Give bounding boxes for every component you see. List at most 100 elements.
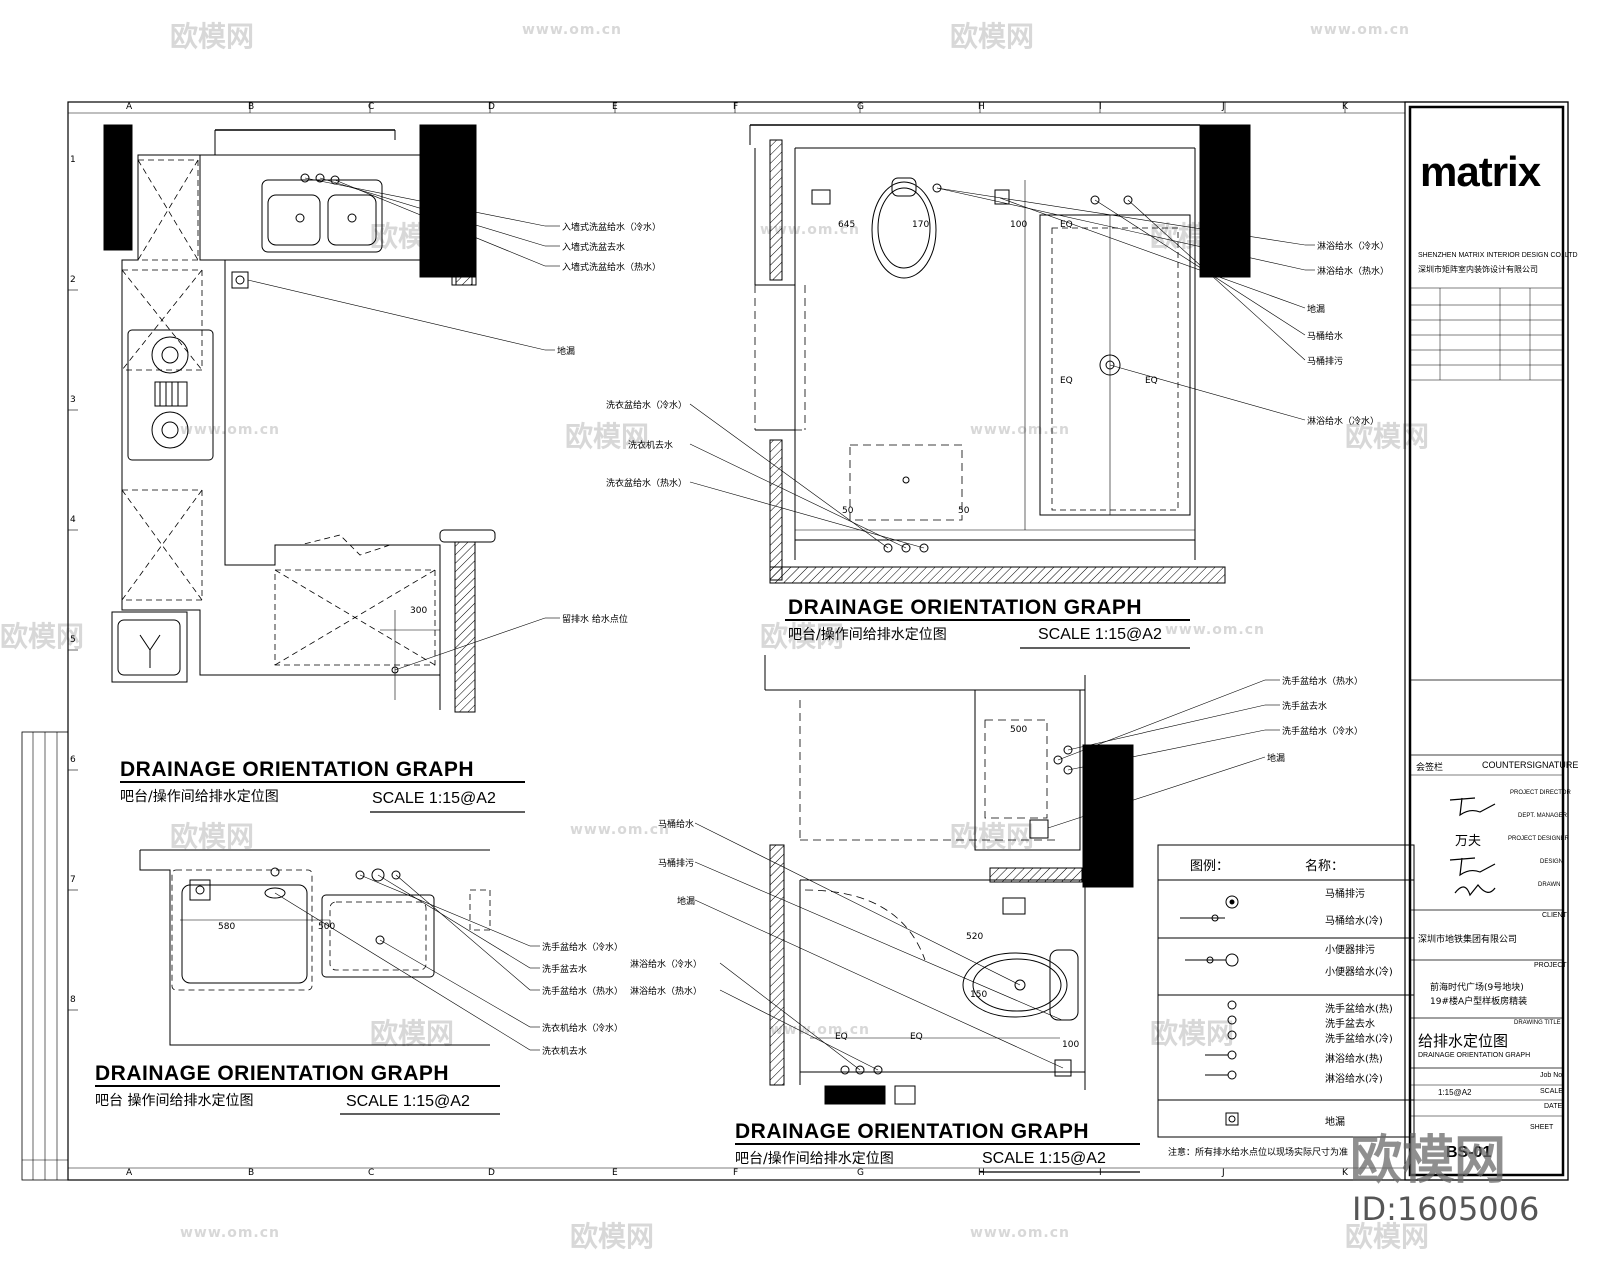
grid-column-label: B [248, 102, 255, 112]
callout-label: 洗手盆给水（热水） [1282, 677, 1364, 687]
grid-column-label: E [612, 1168, 618, 1178]
legend-item: 洗手盆给水(冷) [1325, 1034, 1393, 1045]
dimension-label: 50 [958, 506, 970, 516]
grid-column-label: C [368, 102, 375, 112]
grid-row-label: 8 [70, 995, 76, 1005]
watermark-url: www.om.cn [1310, 22, 1411, 38]
dimension-label: 500 [1010, 725, 1028, 735]
grid-column-label: H [978, 1168, 985, 1178]
client-label: CLIENT [1542, 912, 1567, 919]
dimension-label: 170 [912, 220, 930, 230]
project-line: 19#楼A户型样板房精装 [1430, 997, 1528, 1007]
watermark-text: 欧模网 [1150, 1017, 1235, 1050]
callout-label: 洗手盆去水 [542, 965, 588, 975]
grid-row-label: 1 [70, 155, 76, 165]
callout-label: 洗衣机去水 [542, 1047, 588, 1057]
drawing-scale: SCALE 1:15@A2 [346, 1093, 470, 1110]
drawing-title-cn: 吧台/操作间给排水定位图 [120, 789, 279, 805]
grid-column-label: G [857, 102, 864, 112]
watermark-url: www.om.cn [770, 1022, 871, 1038]
dimension-label: 100 [1010, 220, 1028, 230]
legend-item: 马桶给水(冷) [1325, 916, 1383, 927]
callout-label: 洗手盆给水（冷水） [1282, 727, 1364, 737]
grid-row-label: 6 [70, 755, 76, 765]
watermark-text: 欧模网 [170, 820, 255, 853]
callout-label: 淋浴给水（热水） [1317, 267, 1390, 277]
grid-column-label: K [1342, 1168, 1348, 1178]
watermark-url: www.om.cn [1165, 622, 1266, 638]
grid-row-label: 5 [70, 635, 76, 645]
legend-item: 地漏 [1325, 1117, 1345, 1128]
grid-column-label: F [733, 102, 739, 112]
callout-label: 马桶排污 [658, 859, 695, 869]
callout-label: 洗衣盆给水（冷水） [606, 401, 688, 411]
callout-label: 淋浴给水（冷水） [1317, 242, 1390, 252]
dimension-label: 645 [838, 220, 856, 230]
role-label: DEPT. MANAGER [1518, 813, 1568, 819]
watermark-url: www.om.cn [180, 1225, 281, 1241]
sheet-drawing-title-cn: 给排水定位图 [1418, 1032, 1509, 1050]
callout-label: 洗手盆给水（热水） [542, 987, 624, 997]
dimension-label: EQ [1145, 376, 1158, 386]
grid-column-label: H [978, 102, 985, 112]
watermark-url: www.om.cn [570, 822, 671, 838]
callout-label: 入墙式洗盆去水 [562, 243, 626, 253]
callout-label: 淋浴给水（冷水） [1307, 417, 1380, 427]
callout-label: 洗衣机给水（冷水） [542, 1024, 624, 1034]
dimension-label: 50 [842, 506, 854, 516]
legend-header-symbol: 图例： [1190, 859, 1230, 874]
role-label: DESIGN [1540, 859, 1564, 865]
legend-note: 注意：所有排水给水点位以现场实际尺寸为准 [1168, 1148, 1349, 1158]
dimension-label: 150 [970, 990, 988, 1000]
company-name-cn: 深圳市矩阵室内装饰设计有限公司 [1418, 265, 1538, 274]
callout-label: 马桶给水 [658, 820, 695, 830]
legend-item: 淋浴给水(冷) [1325, 1074, 1383, 1085]
sheet-number: BS-01 [1446, 1144, 1492, 1161]
brand-logo: matrix [1420, 148, 1541, 195]
callout-label: 洗手盆去水 [1282, 702, 1328, 712]
signature-name: 万夫 [1455, 834, 1482, 849]
watermark-url: www.om.cn [970, 422, 1071, 438]
dimension-label: EQ [1060, 376, 1073, 386]
callout-label: 淋浴给水（冷水） [630, 960, 703, 970]
callout-label: 洗手盆给水（冷水） [542, 943, 624, 953]
watermark-logo-text: 欧模网 [1350, 1131, 1507, 1191]
job-no-label: Job No [1540, 1072, 1563, 1079]
callout-label: 洗衣盆给水（热水） [606, 479, 688, 489]
role-label: DRAWN [1538, 882, 1561, 888]
callout-label: 马桶给水 [1307, 332, 1344, 342]
watermark-text: 欧模网 [565, 420, 650, 453]
watermark-url: www.om.cn [970, 1225, 1071, 1241]
legend-item: 淋浴给水(热) [1325, 1054, 1383, 1065]
callout-label: 留排水 给水点位 [562, 615, 628, 625]
callout-label: 淋浴给水（热水） [630, 987, 703, 997]
callout-label: 马桶排污 [1307, 357, 1344, 367]
company-name-en: SHENZHEN MATRIX INTERIOR DESIGN CO.,LTD [1418, 252, 1578, 259]
sheet-label: SHEET [1530, 1124, 1554, 1131]
grid-column-label: I [1099, 102, 1102, 112]
callout-label: 地漏 [1307, 305, 1326, 315]
grid-row-label: 2 [70, 275, 76, 285]
legend-item: 小便器给水(冷) [1325, 967, 1393, 978]
countersign-en: COUNTERSIGNATURE [1482, 760, 1579, 770]
watermark-text: 欧模网 [760, 620, 845, 653]
countersign-cn: 会签栏 [1416, 763, 1444, 773]
dimension-label: 520 [966, 932, 984, 942]
scale-label: SCALE [1540, 1088, 1563, 1095]
drawing-title-en: DRAINAGE ORIENTATION GRAPH [735, 1120, 1090, 1143]
grid-column-label: D [488, 1168, 495, 1178]
legend-item: 小便器排污 [1325, 945, 1375, 956]
drawing-title-en: DRAINAGE ORIENTATION GRAPH [788, 596, 1143, 619]
grid-column-label: A [126, 102, 133, 112]
drawing-title-cn: 吧台/操作间给排水定位图 [788, 627, 947, 643]
grid-column-label: J [1222, 1168, 1225, 1178]
dimension-label: 500 [318, 922, 336, 932]
role-label: PROJECT DIRECTOR [1510, 790, 1571, 796]
grid-column-label: B [248, 1168, 255, 1178]
role-label: PROJECT DESIGNER [1508, 836, 1569, 842]
dimension-label: EQ [835, 1032, 848, 1042]
watermark-text: 欧模网 [570, 1220, 655, 1253]
drawing-title-cn: 吧台 操作间给排水定位图 [95, 1093, 254, 1109]
client-name: 深圳市地铁集团有限公司 [1418, 935, 1518, 945]
